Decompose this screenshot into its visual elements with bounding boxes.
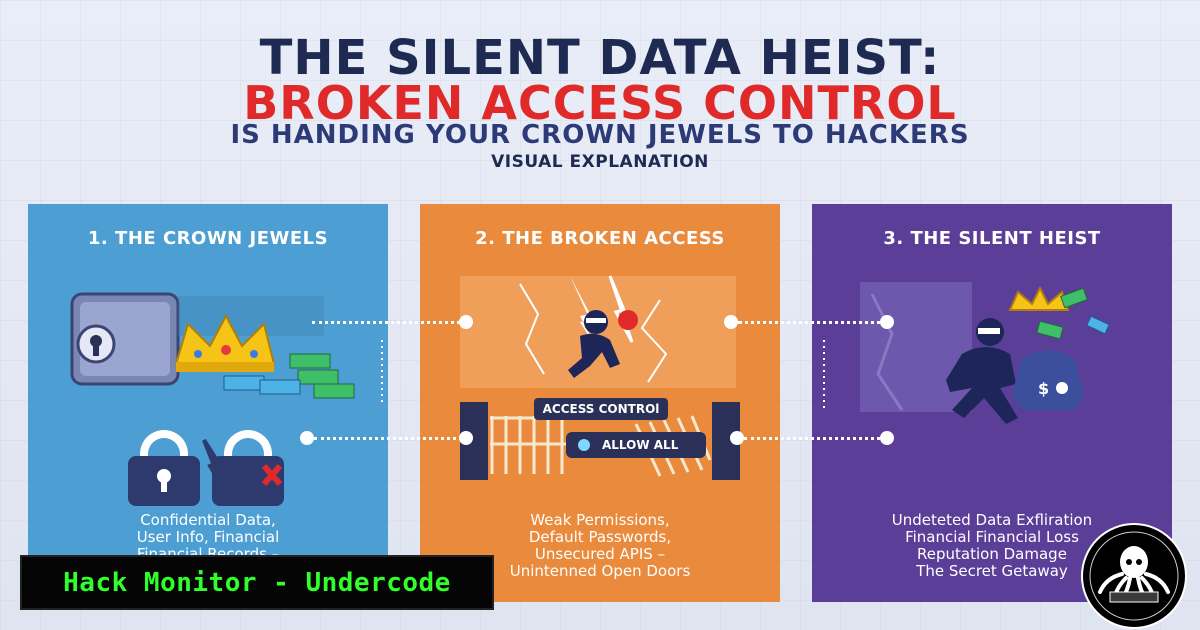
panel-title: 1. THE CROWN JEWELS bbox=[87, 228, 329, 249]
cash-stack-icon bbox=[1036, 287, 1110, 340]
connector-dot bbox=[459, 431, 473, 445]
description-line: Default Passwords, bbox=[528, 528, 672, 546]
description-line: Undeteted Data Exfliration bbox=[891, 511, 1093, 529]
description-line: User Info, Financial bbox=[136, 528, 280, 546]
code-rain-icon bbox=[178, 296, 324, 336]
description-line: Unsecured APIS – bbox=[534, 545, 666, 563]
connector-top-left bbox=[312, 321, 466, 324]
panel-description: Undeteted Data Exfliration Financial Fin… bbox=[812, 512, 1172, 580]
title-line-1: THE SILENT DATA HEIST: bbox=[259, 30, 941, 86]
thief-icon bbox=[568, 310, 638, 378]
panel-crown-jewels: 1. THE CROWN JEWELS bbox=[28, 204, 388, 602]
allow-all-toggle[interactable]: ALLOW ALL bbox=[566, 432, 706, 458]
connector-top-right bbox=[738, 321, 888, 324]
connector-bottom-right bbox=[744, 437, 886, 440]
access-control-sign: ACCESS CONTROl bbox=[534, 398, 668, 420]
svg-text:$: $ bbox=[1038, 379, 1049, 398]
connector-dot bbox=[880, 315, 894, 329]
description-line: Financial Financial Loss bbox=[905, 528, 1079, 546]
connector-dot bbox=[724, 315, 738, 329]
panel-title: 2. THE BROKEN ACCESS bbox=[475, 228, 725, 249]
connector-dot bbox=[459, 315, 473, 329]
watermark-text: Hack Monitor - Undercode bbox=[63, 567, 451, 598]
panel-broken-access: 2. THE BROKEN ACCESS bbox=[420, 204, 780, 602]
thief-icon bbox=[946, 318, 1018, 424]
connector-dot bbox=[880, 431, 894, 445]
allow-all-label: ALLOW ALL bbox=[602, 438, 679, 452]
vault-icon bbox=[70, 292, 180, 386]
crown-icon bbox=[174, 313, 276, 372]
watermark-bar: Hack Monitor - Undercode bbox=[20, 555, 494, 610]
octopus-logo-icon bbox=[1081, 523, 1187, 629]
connector-bottom-left bbox=[314, 437, 462, 440]
description-line: Weak Permissions, bbox=[530, 511, 670, 529]
connector-dot bbox=[730, 431, 744, 445]
title-line-3: IS HANDING YOUR CROWN JEWELS TO HACKERS bbox=[230, 120, 970, 150]
broken-wall-icon bbox=[860, 282, 972, 412]
description-line: Unintenned Open Doors bbox=[509, 562, 691, 580]
cash-stack-icon bbox=[223, 353, 355, 399]
panel-2-illustration bbox=[460, 275, 740, 480]
connector-dot bbox=[300, 431, 314, 445]
toggle-knob-icon bbox=[578, 439, 590, 451]
lock-icon bbox=[128, 430, 200, 506]
description-line: The Secret Getaway bbox=[916, 562, 1068, 580]
money-bag-icon: $ bbox=[1013, 350, 1083, 410]
broken-lock-icon bbox=[202, 430, 284, 506]
panel-description: Weak Permissions, Default Passwords, Uns… bbox=[420, 512, 780, 580]
crown-icon bbox=[1008, 285, 1070, 311]
description-line: Confidential Data, bbox=[140, 511, 276, 529]
panel-3-illustration: $ bbox=[823, 282, 1110, 424]
panel-1-illustration bbox=[70, 292, 383, 506]
title-line-2: BROKEN ACCESS CONTROL bbox=[243, 76, 957, 130]
subtitle: VISUAL EXPLANATION bbox=[491, 152, 709, 172]
access-control-label: ACCESS CONTROl bbox=[542, 402, 660, 416]
description-line: Reputation Damage bbox=[917, 545, 1067, 563]
panel-title: 3. THE SILENT HEIST bbox=[883, 228, 1101, 249]
